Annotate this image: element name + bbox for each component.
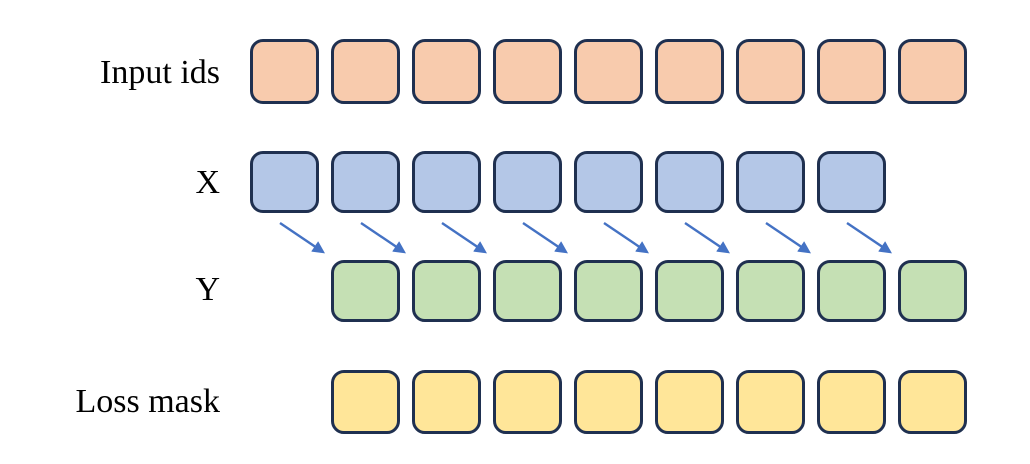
shift-arrow-4 [603, 222, 649, 254]
cell-y-6 [817, 260, 886, 322]
cell-y-1 [412, 260, 481, 322]
shift-arrow-7 [846, 222, 892, 254]
cell-loss-mask-5 [736, 370, 805, 434]
cell-input-ids-3 [493, 39, 562, 104]
cell-x-7 [817, 151, 886, 213]
cell-loss-mask-6 [817, 370, 886, 434]
shift-arrow-5 [684, 222, 730, 254]
shift-arrow-6 [765, 222, 811, 254]
cell-y-7 [898, 260, 967, 322]
cell-y-2 [493, 260, 562, 322]
cell-input-ids-6 [736, 39, 805, 104]
cell-x-3 [493, 151, 562, 213]
shift-arrow-3 [522, 222, 568, 254]
cell-x-2 [412, 151, 481, 213]
row-label-loss-mask: Loss mask [75, 383, 221, 420]
row-label-x: X [195, 164, 220, 201]
cell-input-ids-4 [574, 39, 643, 104]
cell-x-4 [574, 151, 643, 213]
cell-y-3 [574, 260, 643, 322]
cell-loss-mask-1 [412, 370, 481, 434]
cell-x-1 [331, 151, 400, 213]
cell-x-0 [250, 151, 319, 213]
cell-loss-mask-7 [898, 370, 967, 434]
cell-input-ids-2 [412, 39, 481, 104]
arrow-group [279, 222, 892, 254]
cell-input-ids-8 [898, 39, 967, 104]
cell-input-ids-5 [655, 39, 724, 104]
cell-input-ids-0 [250, 39, 319, 104]
shift-arrow-2 [441, 222, 487, 254]
cell-input-ids-7 [817, 39, 886, 104]
cell-input-ids-1 [331, 39, 400, 104]
shift-arrow-1 [360, 222, 406, 254]
cell-loss-mask-2 [493, 370, 562, 434]
cell-x-6 [736, 151, 805, 213]
cell-y-4 [655, 260, 724, 322]
cell-loss-mask-0 [331, 370, 400, 434]
cell-x-5 [655, 151, 724, 213]
cell-loss-mask-3 [574, 370, 643, 434]
row-label-y: Y [195, 271, 220, 308]
cell-y-0 [331, 260, 400, 322]
row-label-input-ids: Input ids [100, 54, 220, 91]
shift-arrow-0 [279, 222, 325, 254]
cell-y-5 [736, 260, 805, 322]
cell-loss-mask-4 [655, 370, 724, 434]
